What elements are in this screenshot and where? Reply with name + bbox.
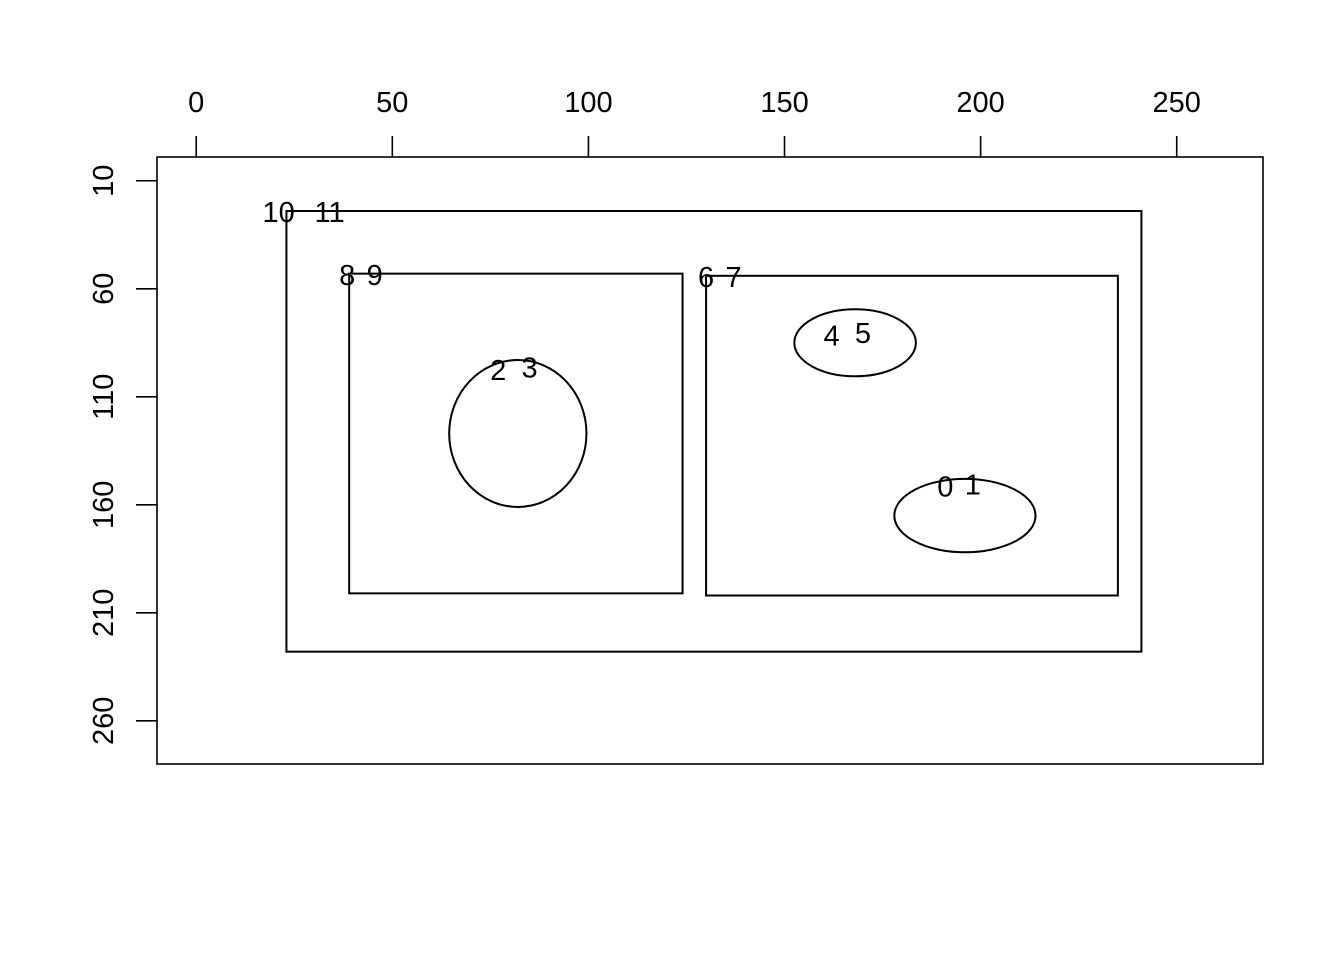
x-tick-label: 100 bbox=[564, 87, 612, 119]
contour-index-label: 3 bbox=[522, 353, 538, 385]
contour-ellipse bbox=[448, 359, 588, 508]
contour-index-label: 7 bbox=[725, 262, 741, 294]
x-tick-label: 0 bbox=[188, 87, 204, 119]
y-tick-label: 60 bbox=[88, 273, 120, 305]
x-axis: 0 50 100 150 200 250 bbox=[188, 87, 1201, 157]
y-tick-label: 260 bbox=[88, 697, 120, 745]
x-tick-label: 250 bbox=[1153, 87, 1201, 119]
contour-rect bbox=[285, 210, 1143, 653]
contour-index-label: 8 bbox=[339, 260, 355, 292]
contour-index-label: 2 bbox=[490, 355, 506, 387]
x-tick-label: 200 bbox=[956, 87, 1004, 119]
contour-index-label: 4 bbox=[824, 320, 840, 352]
y-tick-label: 10 bbox=[88, 165, 120, 197]
contour-index-label: 5 bbox=[855, 318, 871, 350]
y-tick-label: 110 bbox=[88, 374, 120, 420]
plot-frame bbox=[156, 156, 1264, 765]
y-tick-label: 160 bbox=[88, 481, 120, 529]
contour-rect bbox=[705, 274, 1119, 597]
y-tick-label: 210 bbox=[88, 589, 120, 637]
y-axis: 10 60 110 160 210 260 bbox=[88, 165, 157, 745]
contour-rect bbox=[348, 272, 684, 595]
contour-ellipse bbox=[793, 308, 917, 378]
contour-index-label: 0 bbox=[937, 472, 953, 504]
contour-index-label: 1 bbox=[965, 469, 981, 501]
contour-ellipse bbox=[893, 477, 1037, 554]
x-tick-label: 150 bbox=[760, 87, 808, 119]
contour-index-label: 10 bbox=[262, 197, 294, 229]
contour-index-label: 9 bbox=[367, 260, 383, 292]
contour-index-label: 11 bbox=[315, 197, 345, 229]
contour-index-label: 6 bbox=[698, 262, 714, 294]
contour-shapes bbox=[285, 210, 1143, 653]
x-tick-label: 50 bbox=[376, 87, 408, 119]
